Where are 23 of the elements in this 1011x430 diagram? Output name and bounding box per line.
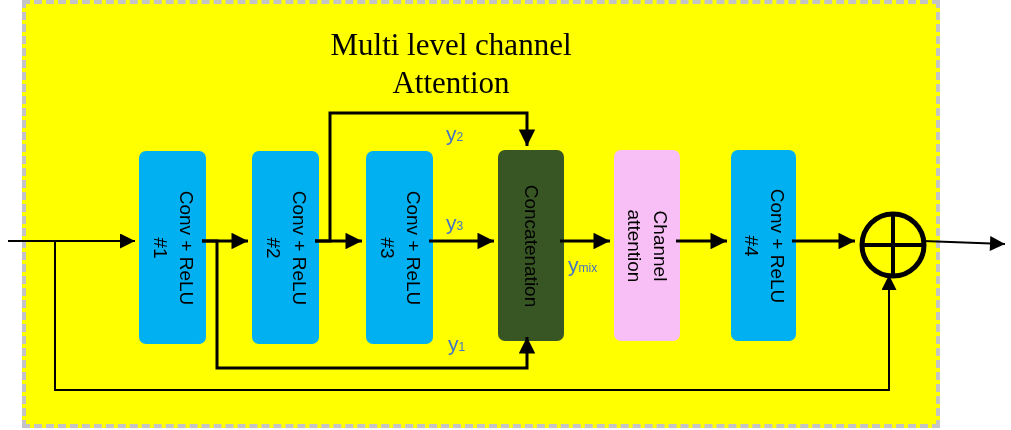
conv-block — [731, 150, 796, 341]
panel-background — [22, 0, 940, 428]
arrow — [560, 232, 610, 250]
arrow — [676, 232, 727, 250]
conv-block — [366, 151, 433, 344]
arrow — [7, 233, 136, 249]
conv-block — [252, 151, 319, 344]
block-label: Concatenation — [519, 183, 543, 309]
arrow — [315, 111, 536, 243]
attention-block — [614, 150, 680, 341]
summation-node — [859, 211, 927, 279]
block-label: Conv + ReLU #4 — [739, 187, 789, 305]
block-label: Channel attention — [623, 208, 672, 284]
arrow — [202, 239, 536, 370]
panel-heading: Multi level channel Attention — [329, 26, 573, 102]
block-label: Conv + ReLU #1 — [148, 189, 198, 307]
arrow — [429, 232, 494, 250]
arrow — [792, 232, 855, 250]
conv-block — [139, 151, 206, 344]
concatenation-block — [498, 150, 564, 341]
arrow — [54, 240, 897, 391]
block-label: Conv + ReLU #2 — [261, 189, 311, 307]
block-label: Conv + ReLU #3 — [375, 189, 425, 307]
